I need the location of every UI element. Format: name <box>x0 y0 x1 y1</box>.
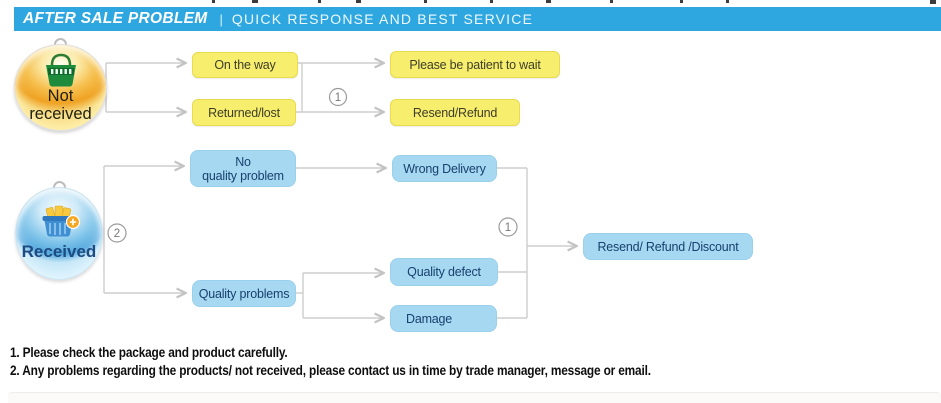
box-no-quality-problem: No quality problem <box>190 150 296 187</box>
header-banner: AFTER SALE PROBLEM | QUICK RESPONSE AND … <box>14 7 941 31</box>
header-separator: | <box>219 11 223 27</box>
step-marker-2: 2 <box>107 223 127 243</box>
header-subtitle: QUICK RESPONSE AND BEST SERVICE <box>231 11 534 27</box>
ball-handle-ornament <box>54 38 67 46</box>
box-resend-refund: Resend/Refund <box>390 99 520 126</box>
box-quality-problems: Quality problems <box>192 280 296 307</box>
box-wrong-delivery: Wrong Delivery <box>392 155 497 182</box>
footer-notes: 1. Please check the package and product … <box>10 344 651 380</box>
step-1-top-number: 1 <box>335 92 341 104</box>
box-resend-refund-discount: Resend/ Refund /Discount <box>583 233 753 260</box>
box-quality-defect: Quality defect <box>390 258 498 286</box>
step-1-right-number: 1 <box>505 222 511 234</box>
received-label: Received <box>21 242 97 261</box>
box-please-be-patient: Please be patient to wait <box>390 51 560 78</box>
no-quality-problem-line1: No <box>235 154 251 169</box>
step-2-number: 2 <box>114 228 120 240</box>
step-marker-1-right: 1 <box>498 217 518 237</box>
note-line-1: 1. Please check the package and product … <box>10 345 288 360</box>
box-damage: Damage <box>390 305 497 332</box>
box-on-the-way: On the way <box>192 52 298 78</box>
not-received-label-line1: Not <box>47 86 74 105</box>
header-title: AFTER SALE PROBLEM <box>23 10 208 27</box>
bottom-section-edge <box>8 392 941 403</box>
not-received-label-line2: received <box>29 104 92 123</box>
step-marker-1-top: 1 <box>328 87 348 107</box>
box-returned-lost: Returned/lost <box>192 99 296 126</box>
blue-basket-plus-icon <box>42 205 81 237</box>
note-line-2: 2. Any problems regarding the products/ … <box>10 363 651 378</box>
green-basket-icon <box>45 53 76 86</box>
node-not-received: Not received <box>14 44 107 131</box>
node-received: Received <box>15 187 103 280</box>
no-quality-problem-line2: quality problem <box>202 168 284 183</box>
ball-handle-ornament <box>53 181 66 189</box>
